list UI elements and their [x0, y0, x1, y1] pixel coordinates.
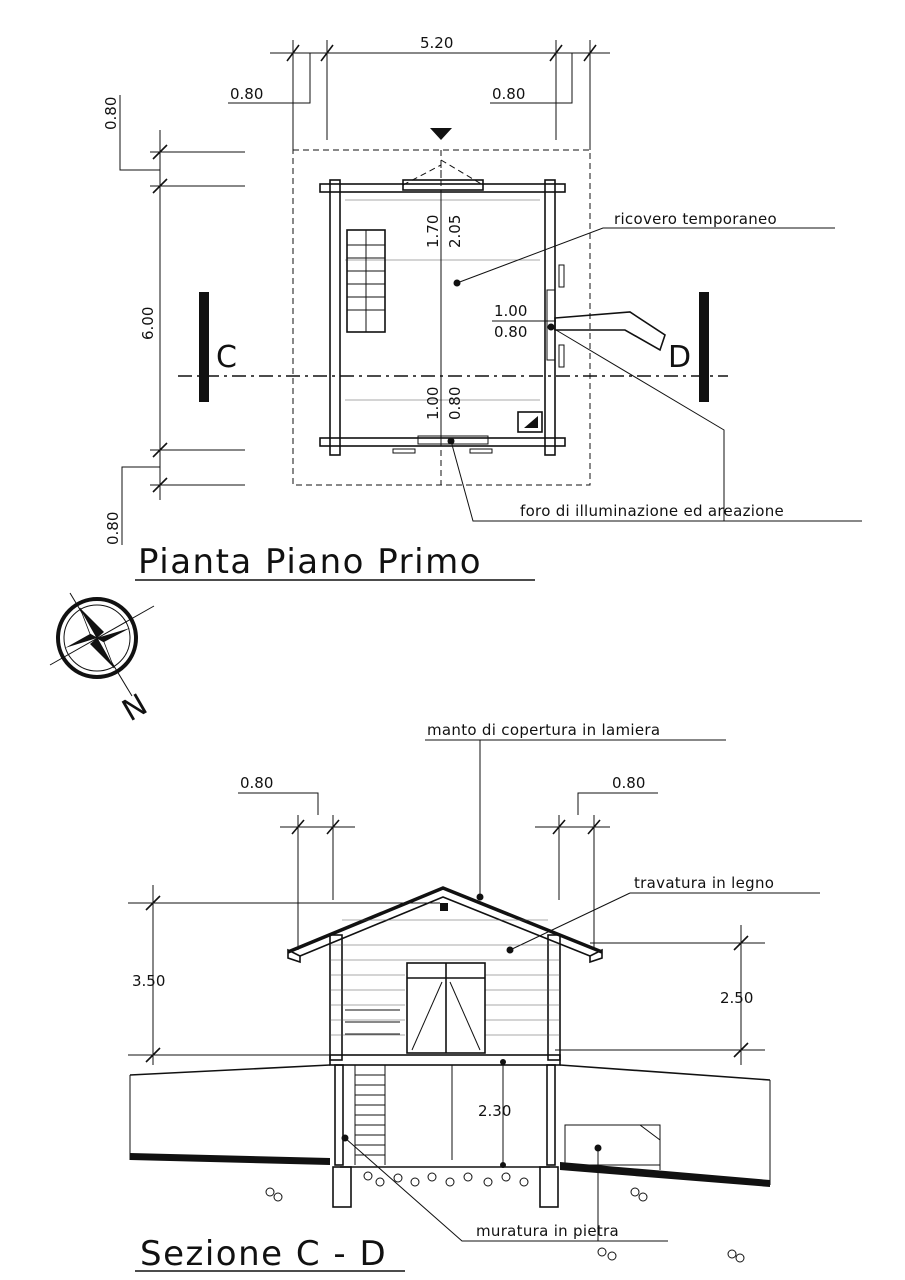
dim-left-total: 6.00 [139, 307, 157, 340]
plan-title: Pianta Piano Primo [138, 542, 482, 582]
dim-inner-2: 2.05 [446, 215, 464, 248]
dim-left-top: 0.80 [102, 97, 120, 130]
dim-right-1: 1.00 [494, 302, 527, 320]
section-title: Sezione C - D [140, 1234, 387, 1274]
section-letter-c: C [216, 340, 237, 375]
dim-right-overhang: 0.80 [612, 774, 645, 792]
dim-upper-height: 2.50 [720, 989, 753, 1007]
dim-total-height: 3.50 [132, 972, 165, 990]
dim-top-right: 0.80 [492, 85, 525, 103]
dim-inner-3: 1.00 [424, 387, 442, 420]
compass: N [49, 592, 155, 729]
dim-inner-4: 0.80 [446, 387, 464, 420]
dim-left-bottom: 0.80 [104, 512, 122, 545]
dim-top-left: 0.80 [230, 85, 263, 103]
dim-top-total: 5.20 [420, 34, 453, 52]
dim-inner-1: 1.70 [424, 215, 442, 248]
section-letter-d: D [668, 340, 691, 375]
north-label: N [117, 687, 154, 729]
dim-ground-height: 2.30 [478, 1102, 511, 1120]
label-beams: travatura in legno [634, 874, 774, 892]
label-opening: foro di illuminazione ed areazione [520, 502, 784, 520]
label-shelter: ricovero temporaneo [614, 210, 777, 228]
section-view: manto di copertura in lamiera 0.80 0.80 … [128, 721, 820, 1274]
label-masonry: muratura in pietra [476, 1222, 619, 1240]
floor-plan: 5.20 0.80 0.80 0.80 6.00 0.80 [102, 34, 862, 582]
dim-left-overhang: 0.80 [240, 774, 273, 792]
entry-arrow-icon [430, 128, 452, 140]
dim-right-2: 0.80 [494, 323, 527, 341]
compass-star-icon [80, 608, 104, 638]
label-roof: manto di copertura in lamiera [427, 721, 660, 739]
